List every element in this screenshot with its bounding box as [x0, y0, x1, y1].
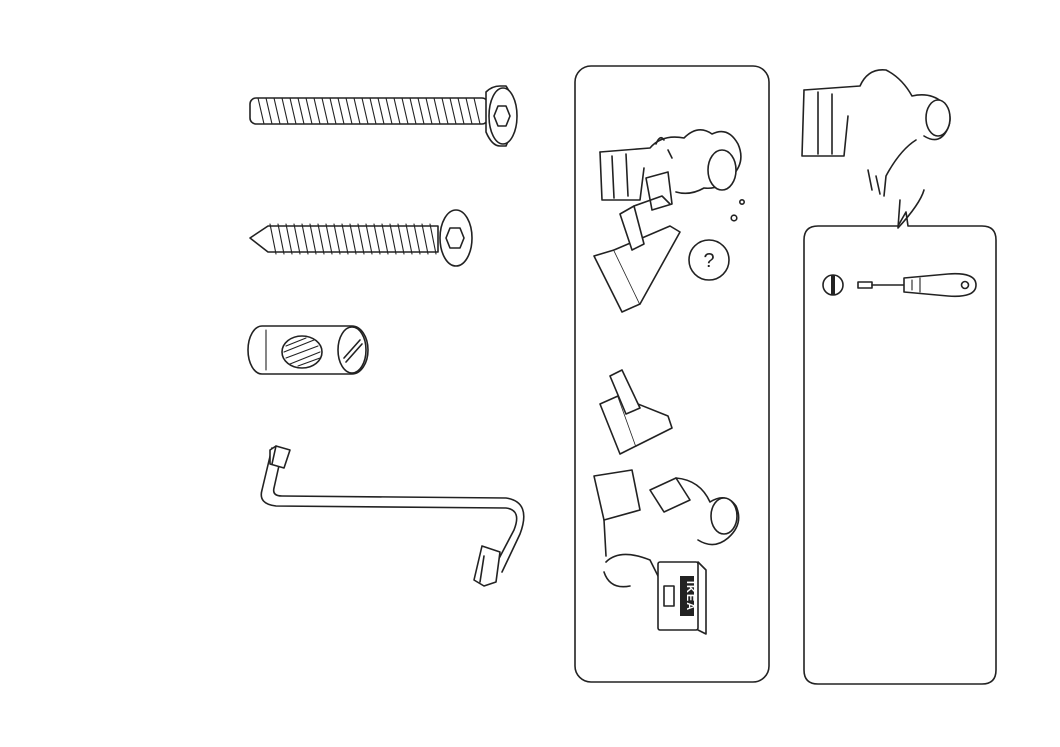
flathead-screwdriver-icon [823, 274, 976, 297]
flat-pack-boards-upper [594, 196, 680, 312]
barrel-nut-illustration [248, 326, 368, 374]
brand-label: IKEA [684, 581, 696, 611]
long-bolt-illustration [250, 86, 517, 146]
person-with-box-illustration: IKEA [604, 478, 739, 634]
help-panel: ? IKEA [575, 66, 769, 682]
question-mark-icon: ? [703, 250, 714, 272]
pointing-person-illustration [802, 70, 950, 228]
wood-screw-illustration [250, 210, 472, 266]
flat-pack-boards-lower [594, 370, 672, 556]
tool-panel [804, 212, 996, 684]
allen-key-illustration [261, 446, 524, 586]
